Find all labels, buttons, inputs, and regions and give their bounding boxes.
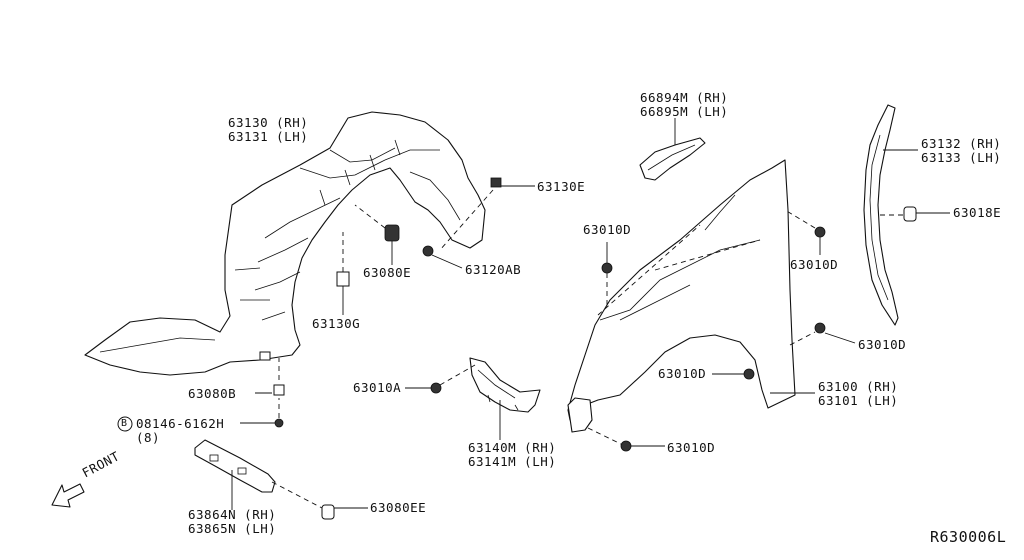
label-63010d-top-right: 63010D	[790, 257, 839, 272]
label-63080b: 63080B	[188, 386, 237, 401]
label-63080e: 63080E	[363, 265, 412, 280]
clip-63010d-icon	[601, 209, 856, 452]
label-63132-63133: 63132 (RH)63133 (LH)	[921, 136, 1002, 165]
label-63010d-bottom: 63010D	[667, 440, 716, 455]
bolt-08146-icon	[117, 398, 284, 432]
front-arrow-icon	[51, 483, 85, 508]
bracket-63140m-drawing	[439, 357, 541, 440]
label-63120ab: 63120AB	[465, 262, 522, 277]
label-63140m-63141m: 63140M (RH)63141M (LH)	[468, 440, 557, 469]
screw-63120ab-icon	[422, 245, 463, 269]
clip-63130g-icon	[336, 232, 350, 315]
label-63864n-63865n: 63864N (RH)63865N (LH)	[188, 507, 277, 536]
label-63010d-right: 63010D	[858, 337, 907, 352]
seal-66894m-drawing	[639, 118, 706, 181]
label-63010d-top-left: 63010D	[583, 222, 632, 237]
label-63010a: 63010A	[353, 380, 402, 395]
label-63010d-wheel-arch: 63010D	[658, 366, 707, 381]
reference-code: R630006L	[930, 528, 1007, 546]
label-63080ee: 63080EE	[370, 500, 427, 515]
bolt-marker: B	[121, 418, 128, 429]
label-63130-63131: 63130 (RH)63131 (LH)	[228, 115, 309, 144]
label-66894m-66895m: 66894M (RH)66895M (LH)	[640, 90, 729, 119]
bracket-63864n-drawing	[194, 439, 323, 510]
clip-63130e-icon	[439, 177, 535, 251]
fender-protector-drawing	[863, 104, 918, 326]
label-08146-6162h: 08146-6162H(8)	[136, 416, 225, 445]
clip-63080b-icon	[255, 358, 285, 396]
label-63100-63101: 63100 (RH)63101 (LH)	[818, 379, 899, 408]
label-63130g: 63130G	[312, 316, 361, 331]
fender-liner-drawing	[84, 111, 486, 376]
clip-63080ee-icon	[321, 504, 368, 520]
clip-63018e-icon	[903, 206, 950, 222]
grommet-63080e-icon	[354, 204, 400, 265]
label-63130e: 63130E	[537, 179, 586, 194]
front-fender-drawing	[567, 159, 816, 447]
label-63018e: 63018E	[953, 205, 1002, 220]
clip-63010a-icon	[405, 382, 442, 394]
